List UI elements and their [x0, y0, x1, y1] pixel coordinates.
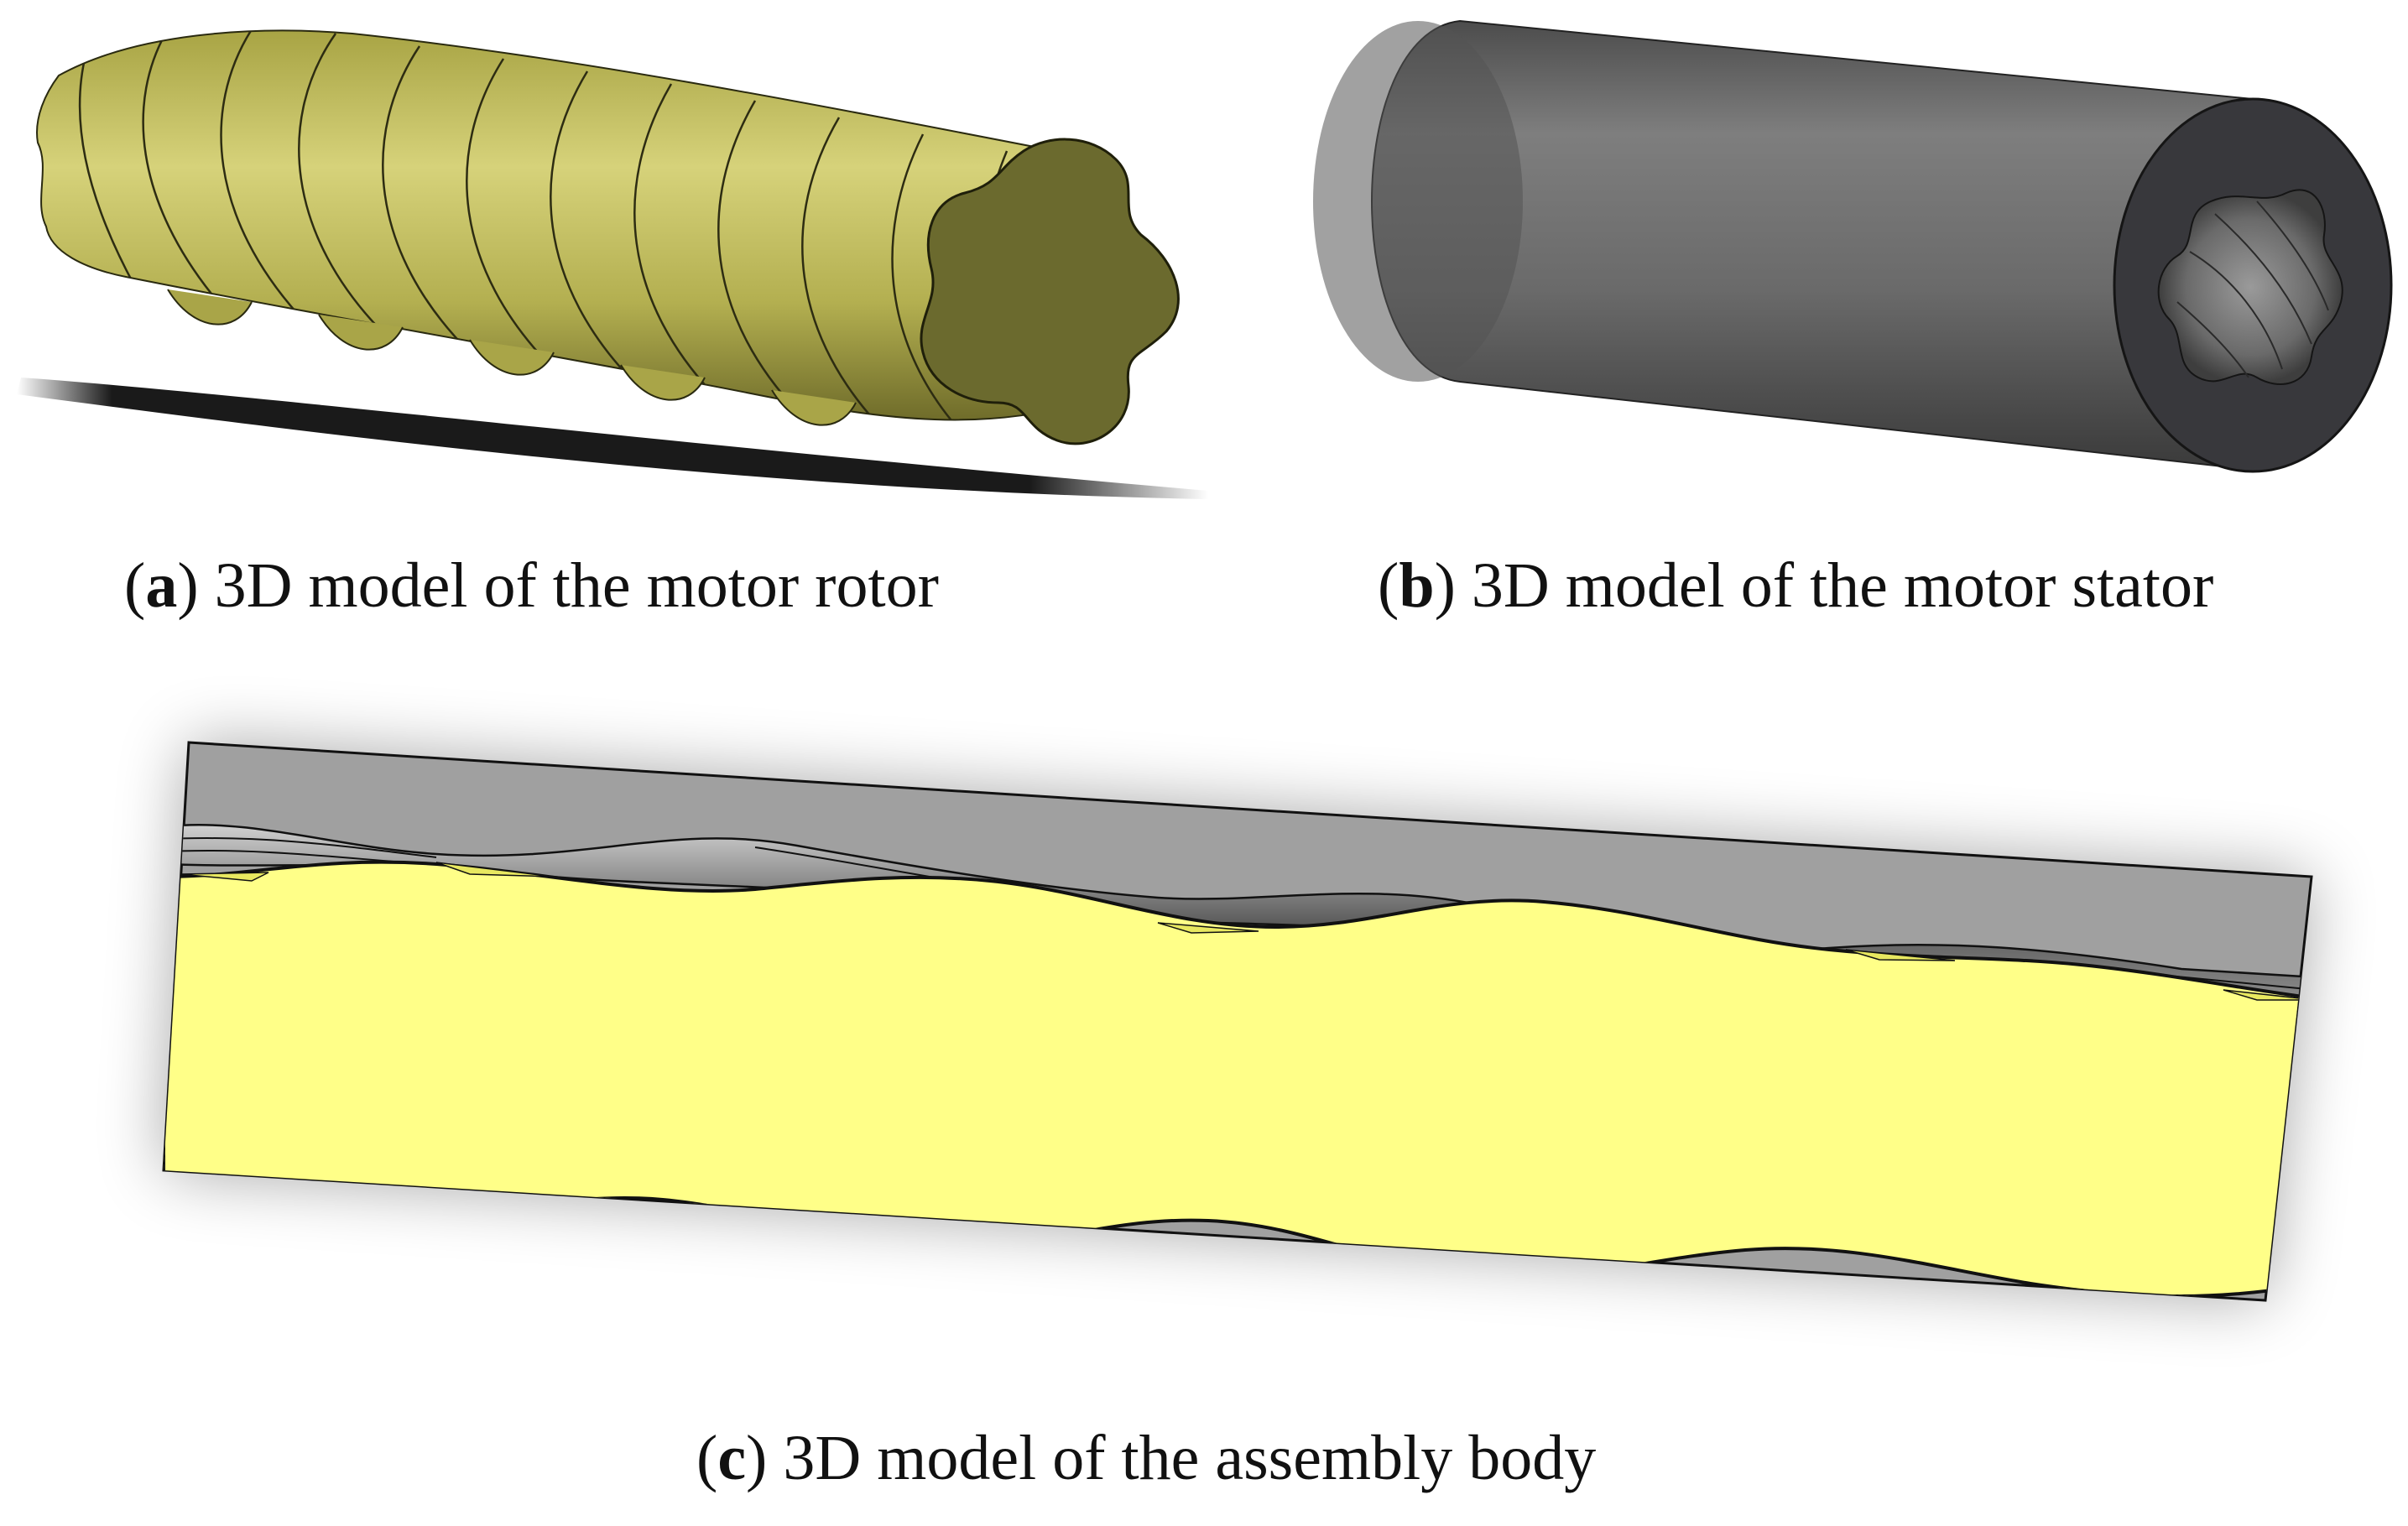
caption-b-text: 3D model of the motor stator	[1471, 550, 2214, 621]
rotor-end-face	[920, 138, 1180, 445]
caption-b-letter: b	[1399, 550, 1435, 621]
caption-a-text: 3D model of the motor rotor	[214, 550, 939, 621]
assembly-model-image	[162, 741, 2313, 1302]
caption-a: (a) 3D model of the motor rotor	[124, 550, 939, 621]
assembly-figure	[0, 638, 2408, 1443]
caption-b: (b) 3D model of the motor stator	[1378, 550, 2214, 621]
rotor-figure	[0, 0, 1217, 503]
rotor-model-image	[17, 29, 1208, 499]
caption-a-letter: a	[145, 550, 178, 621]
caption-c: (c) 3D model of the assembly body	[696, 1423, 1597, 1493]
stator-model-image	[1313, 19, 2393, 473]
caption-c-letter: c	[717, 1423, 747, 1493]
caption-c-text: 3D model of the assembly body	[783, 1423, 1597, 1493]
stator-figure	[1275, 0, 2408, 503]
